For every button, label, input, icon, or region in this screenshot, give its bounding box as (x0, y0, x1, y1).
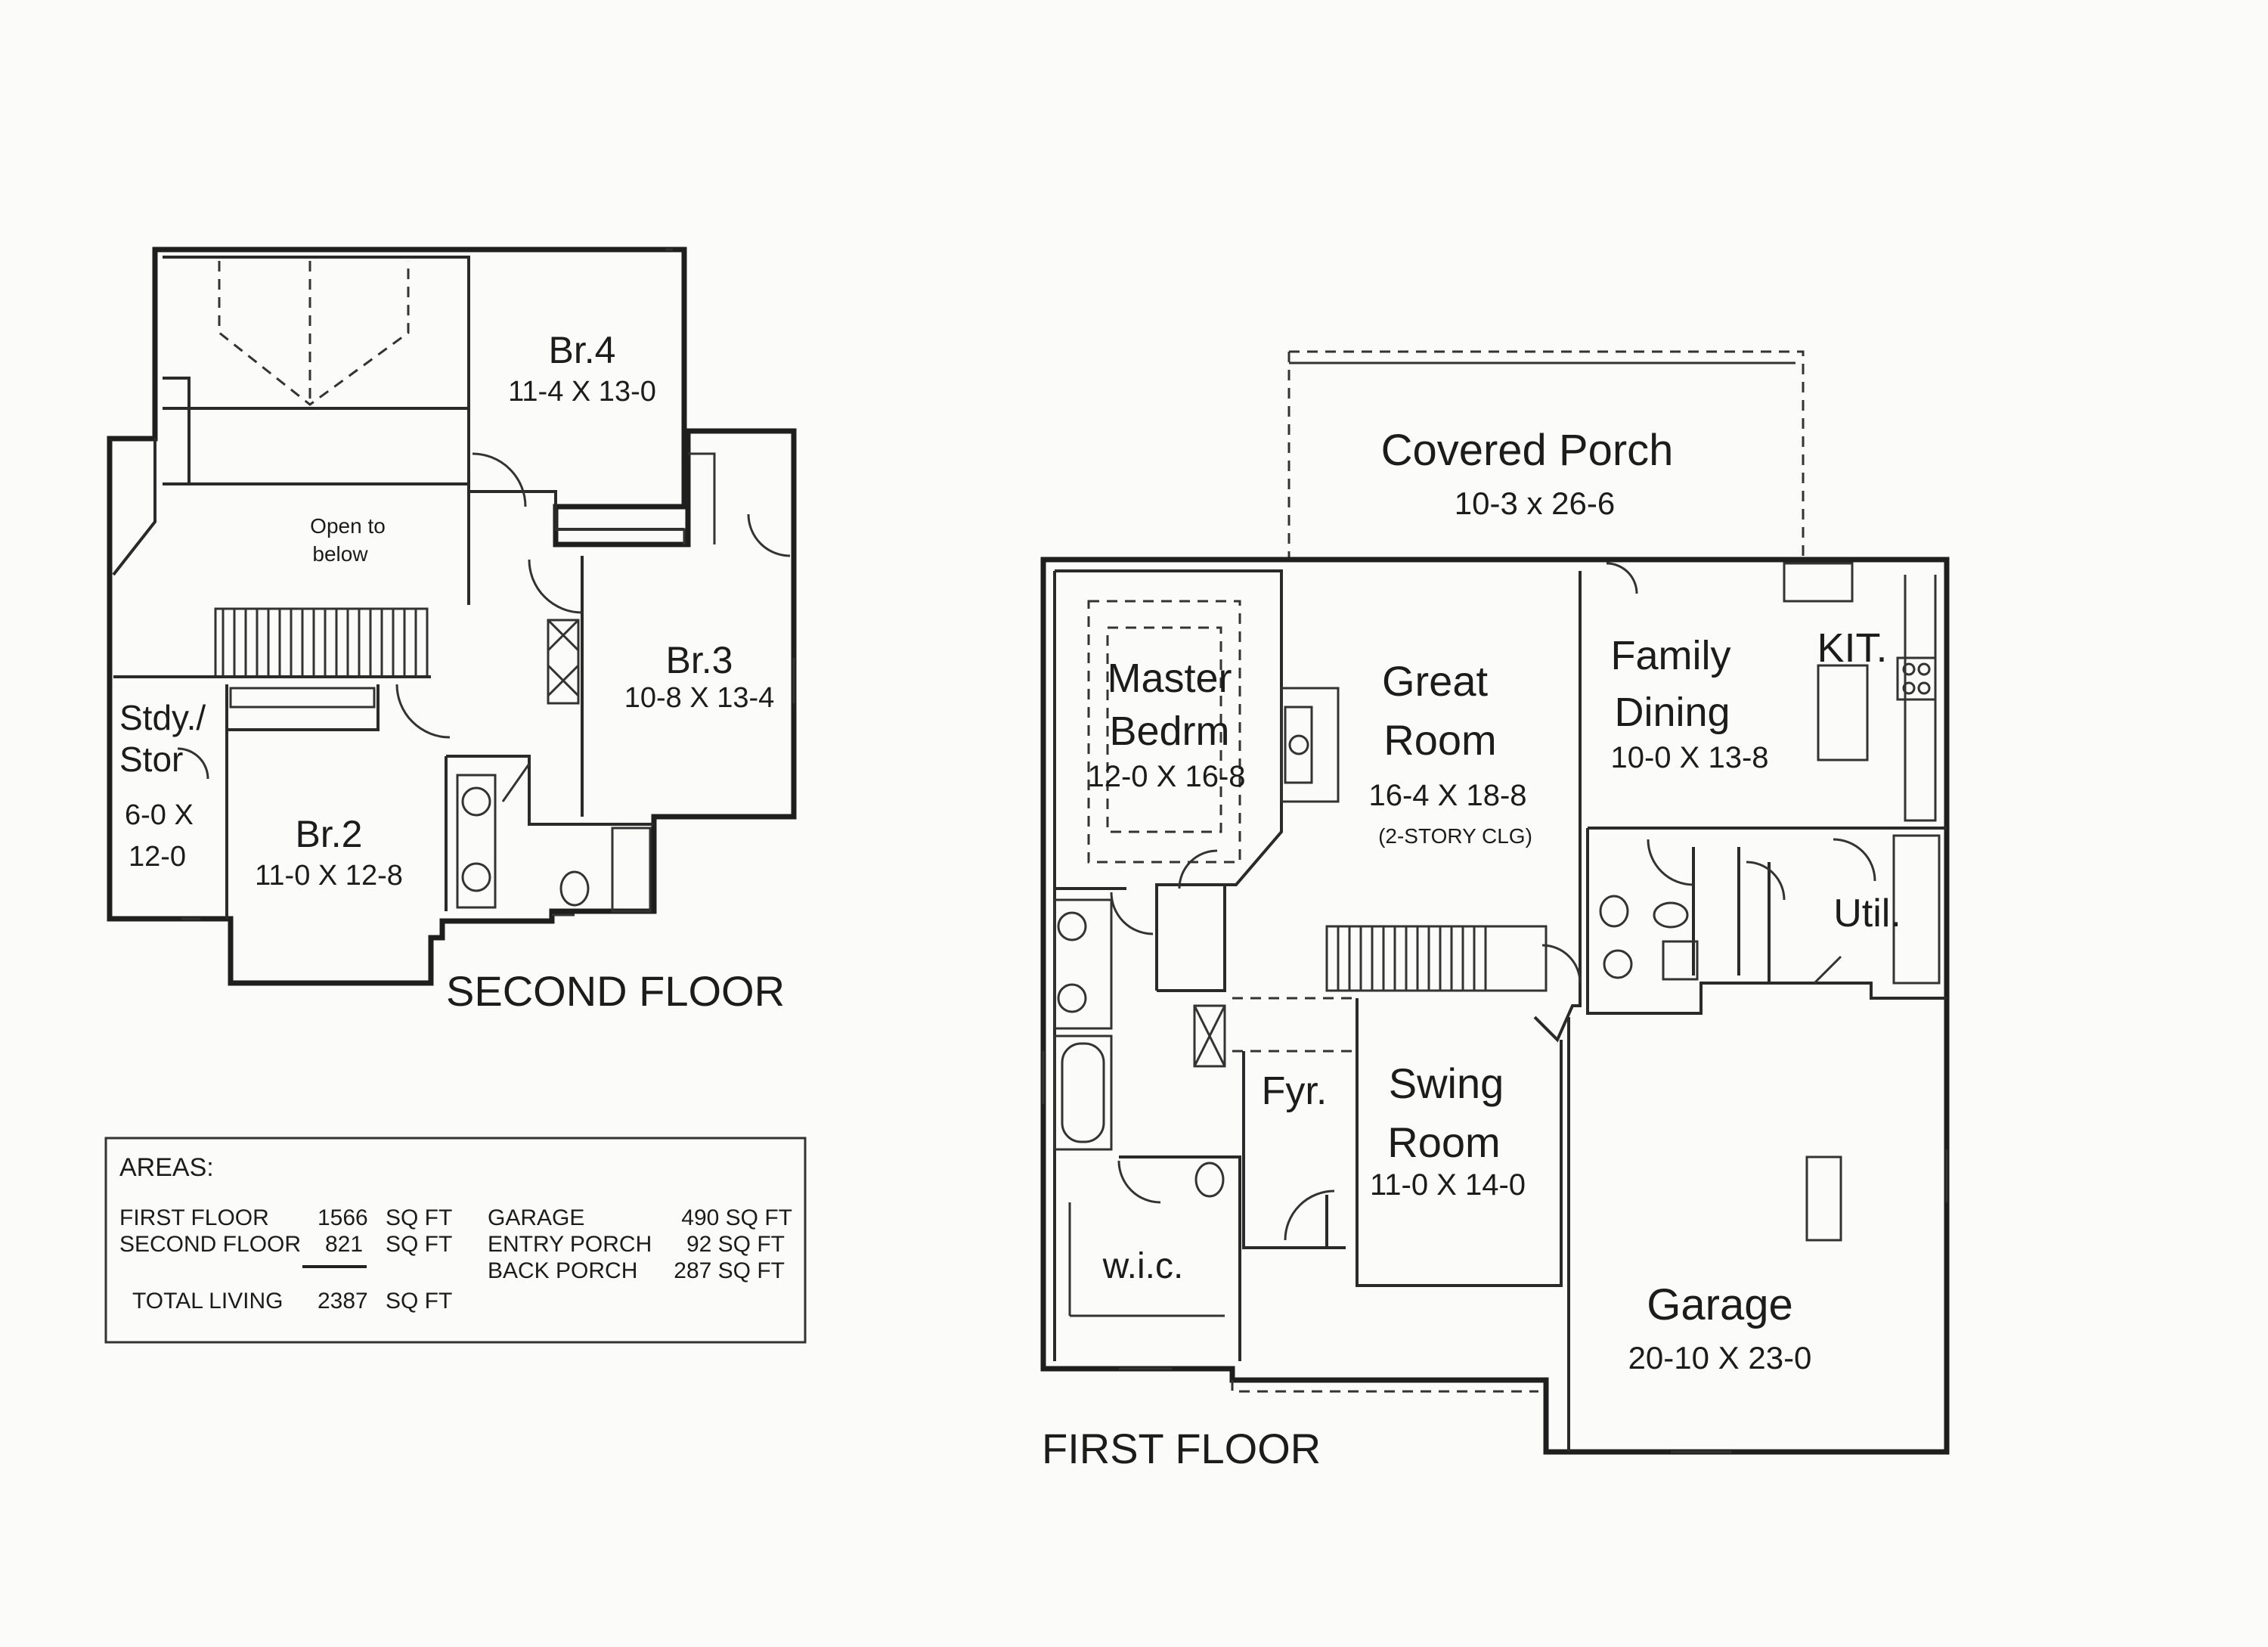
study-name-line1: Stdy./ (119, 698, 206, 737)
kitchen-name: KIT. (1817, 625, 1887, 671)
br3-name: Br.3 (666, 639, 733, 681)
open-to-below-line2: below (312, 542, 368, 566)
area-row-first-floor-unit: SQ FT (386, 1205, 452, 1230)
area-row-garage-label: GARAGE (488, 1205, 584, 1230)
swing-room-size: 11-0 X 14-0 (1370, 1168, 1526, 1202)
first-floor-title: FIRST FLOOR (1042, 1425, 1321, 1472)
family-dining-name-line2: Dining (1614, 690, 1730, 735)
br4-size: 11-4 X 13-0 (508, 376, 656, 408)
swing-room-name-line2: Room (1387, 1118, 1500, 1166)
swing-room-name-line1: Swing (1389, 1059, 1504, 1107)
area-row-total-value: 2387 (318, 1289, 368, 1314)
open-to-below-line1: Open to (310, 514, 386, 538)
area-row-total-label: TOTAL LIVING (132, 1289, 284, 1314)
area-row-entry-porch-label: ENTRY PORCH (488, 1232, 652, 1257)
covered-porch-name: Covered Porch (1381, 426, 1674, 475)
family-dining-name-line1: Family (1611, 633, 1731, 678)
covered-porch-size: 10-3 x 26-6 (1455, 485, 1615, 521)
garage-size: 20-10 X 23-0 (1628, 1340, 1812, 1376)
great-room-size: 16-4 X 18-8 (1368, 779, 1526, 812)
second-floor-title: SECOND FLOOR (446, 967, 785, 1015)
area-row-second-floor-unit: SQ FT (386, 1232, 452, 1257)
first-floor-plan: Covered Porch 10-3 x 26-6 Master Bedrm 1… (1040, 350, 1950, 1472)
garage-name: Garage (1647, 1280, 1792, 1329)
master-size: 12-0 X 16-8 (1087, 760, 1245, 793)
utility-name: Util. (1833, 892, 1901, 935)
br2-name: Br.2 (296, 813, 363, 855)
area-row-first-floor-label: FIRST FLOOR (119, 1205, 269, 1230)
area-row-first-floor-value: 1566 (318, 1205, 368, 1230)
areas-table: AREAS: FIRST FLOOR 1566 SQ FT SECOND FLO… (104, 1137, 807, 1344)
area-row-back-porch-value: 287 SQ FT (674, 1258, 785, 1283)
br2-size: 11-0 X 12-8 (255, 860, 403, 892)
area-row-second-floor-label: SECOND FLOOR (119, 1232, 301, 1257)
br4-name: Br.4 (549, 329, 616, 371)
br3-size: 10-8 X 13-4 (624, 682, 775, 714)
great-room-name-line2: Room (1383, 716, 1496, 764)
study-size-line2: 12-0 (129, 841, 186, 873)
area-row-second-floor-value: 821 (325, 1232, 363, 1257)
area-row-entry-porch-value: 92 SQ FT (686, 1232, 785, 1257)
master-name-line2: Bedrm (1109, 709, 1229, 754)
areas-heading: AREAS: (119, 1153, 214, 1182)
master-name-line1: Master (1107, 656, 1232, 701)
foyer-name: Fyr. (1262, 1069, 1328, 1113)
study-size-line1: 6-0 X (125, 799, 194, 831)
second-floor-plan: Br.4 11-4 X 13-0 Br.3 10-8 X 13-4 Br.2 1… (107, 247, 797, 1015)
study-name-line2: Stor (119, 740, 183, 779)
area-row-garage-value: 490 SQ FT (681, 1205, 792, 1230)
area-row-back-porch-label: BACK PORCH (488, 1258, 637, 1283)
great-room-note: (2-STORY CLG) (1378, 824, 1532, 848)
area-row-total-unit: SQ FT (386, 1289, 452, 1314)
family-dining-size: 10-0 X 13-8 (1610, 741, 1768, 774)
wic-name: w.i.c. (1102, 1246, 1184, 1286)
great-room-name-line1: Great (1382, 657, 1488, 705)
